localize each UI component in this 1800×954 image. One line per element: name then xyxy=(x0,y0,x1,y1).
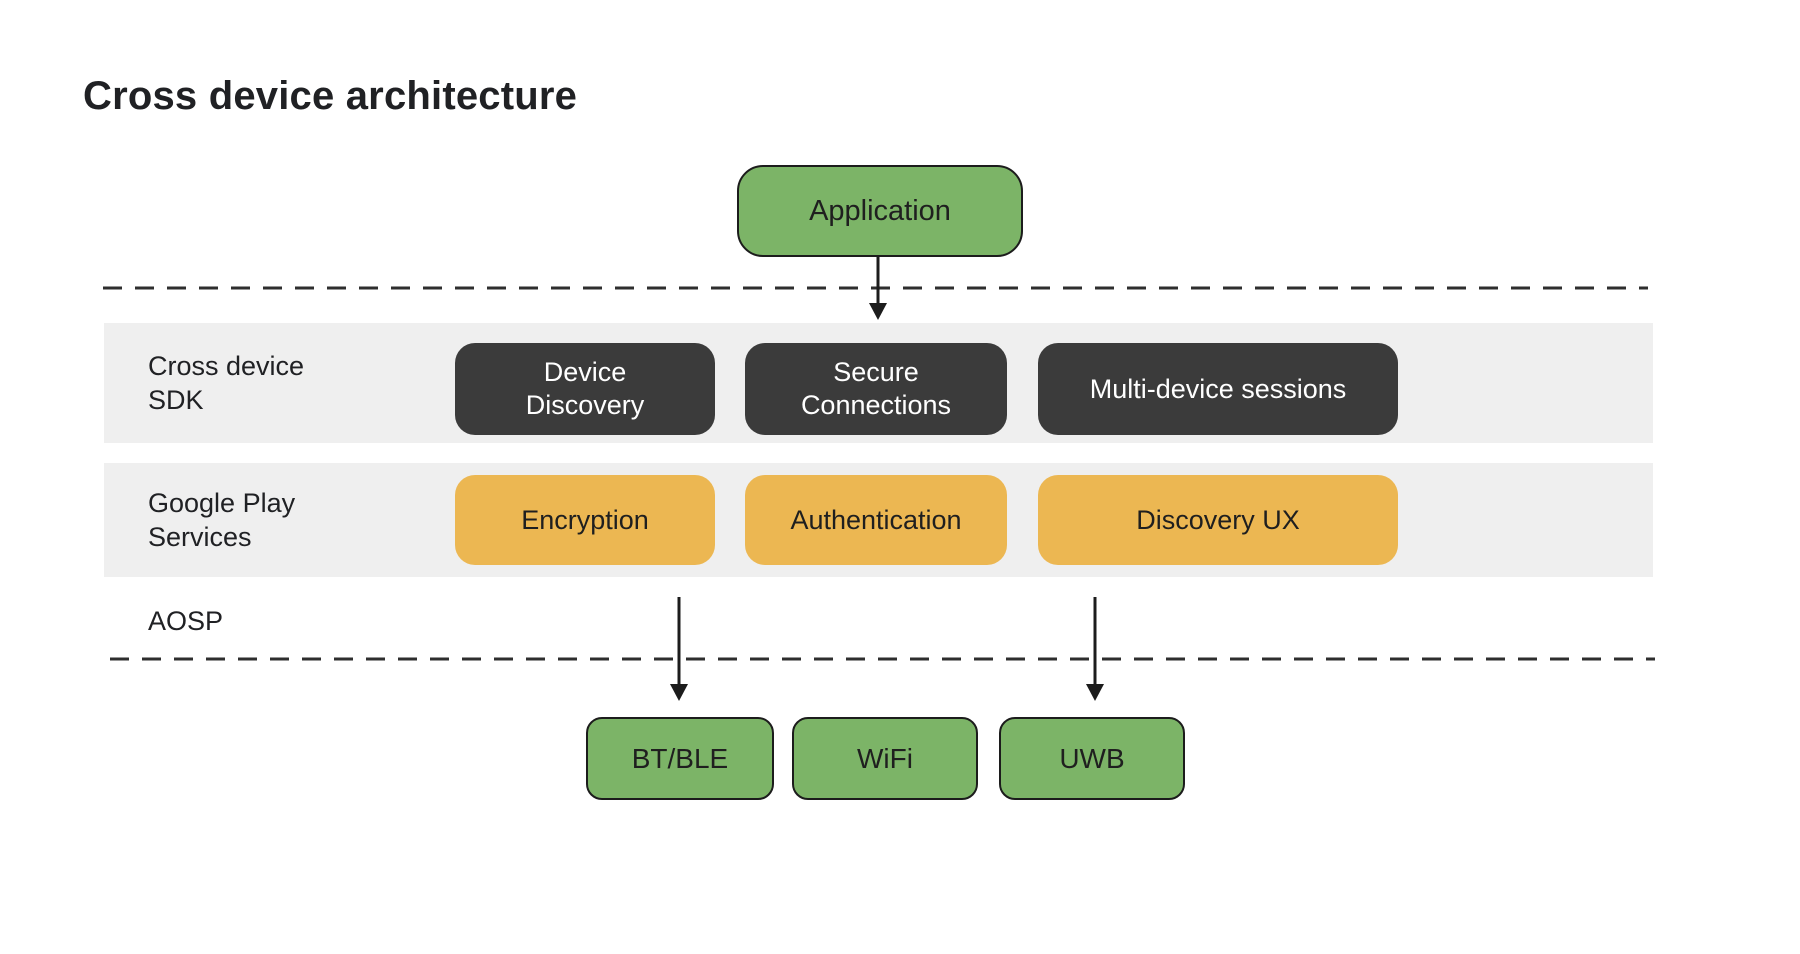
page-title: Cross device architecture xyxy=(83,74,578,118)
multi-device-sessions-label: Multi-device sessions xyxy=(1090,373,1347,406)
multi-device-sessions-box: Multi-device sessions xyxy=(1038,343,1398,435)
application-to-sdk-arrow xyxy=(869,257,887,320)
box-label-line: Device xyxy=(543,357,627,387)
band-label-line: Google Play xyxy=(148,488,296,518)
discovery-ux-box: Discovery UX xyxy=(1038,475,1398,565)
box-label-line: Connections xyxy=(800,390,952,420)
gps-to-uwb-arrow xyxy=(1086,597,1104,701)
wifi-box: WiFi xyxy=(792,717,978,800)
aosp-label: AOSP xyxy=(148,606,224,636)
box-label-line: Multi-device sessions xyxy=(1089,373,1347,404)
secure-connections-box: Secure Connections xyxy=(745,343,1007,435)
bt-ble-label: BT/BLE xyxy=(631,742,729,774)
google-play-services-band-label: Google Play Services xyxy=(148,486,295,554)
bt-ble-box: BT/BLE xyxy=(586,717,774,800)
device-discovery-box: Device Discovery xyxy=(455,343,715,435)
discovery-ux-label: Discovery UX xyxy=(1136,504,1300,535)
band-label-line: SDK xyxy=(148,385,204,415)
authentication-label: Authentication xyxy=(790,504,962,535)
application-box: Application xyxy=(737,165,1023,257)
cross-device-sdk-band-label: Cross device SDK xyxy=(148,349,304,417)
uwb-label: UWB xyxy=(1059,742,1125,774)
application-label: Application xyxy=(809,194,951,227)
secure-connections-label: Secure Connections xyxy=(801,356,951,422)
encryption-label: Encryption xyxy=(521,504,649,535)
box-label-line: Discovery xyxy=(525,390,645,420)
device-discovery-label: Device Discovery xyxy=(526,356,645,422)
band-label-line: Cross device xyxy=(148,351,305,381)
encryption-box: Encryption xyxy=(455,475,715,565)
gps-to-btble-arrow xyxy=(670,597,688,701)
band-label-line: Services xyxy=(148,522,252,552)
wifi-label: WiFi xyxy=(857,742,913,774)
uwb-box: UWB xyxy=(999,717,1185,800)
box-label-line: Secure xyxy=(833,357,919,387)
authentication-box: Authentication xyxy=(745,475,1007,565)
